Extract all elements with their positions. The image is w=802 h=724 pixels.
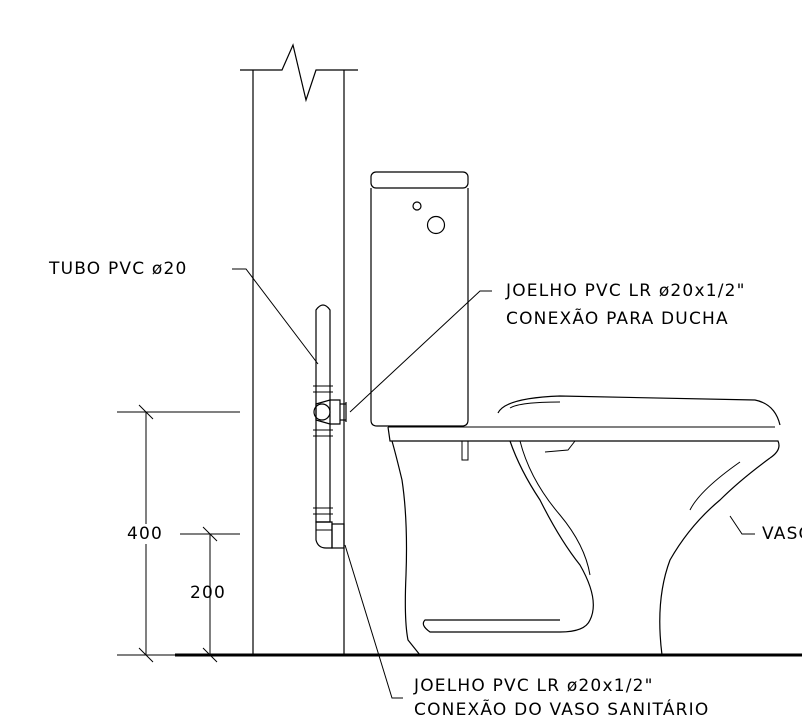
leader-lines xyxy=(232,268,755,699)
flush-button-large-icon xyxy=(426,215,446,235)
shower-elbow-fitting xyxy=(313,399,347,425)
flush-button-small-icon xyxy=(412,201,422,211)
toilet-bowl xyxy=(387,395,781,656)
toilet-elbow-fitting xyxy=(315,521,345,549)
toilet-cistern xyxy=(370,171,469,427)
dimension-lines xyxy=(117,404,240,663)
pipe-leader xyxy=(232,268,319,365)
pipe-label: TUBO PVC ø20 xyxy=(49,259,188,279)
toilet-elbow-label-line2: CONEXÃO DO VASO SANITÁRIO xyxy=(414,700,710,720)
toilet-elbow-leader xyxy=(344,544,403,699)
wall-section xyxy=(240,43,358,655)
toilet-elbow-label-line1: JOELHO PVC LR ø20x1/2" xyxy=(414,676,654,696)
dimension-400-label: 400 xyxy=(124,524,167,544)
toilet-label: VASO xyxy=(762,524,802,544)
shower-elbow-leader xyxy=(349,290,492,413)
shower-elbow-label-line2: CONEXÃO PARA DUCHA xyxy=(506,309,729,329)
wall-break-mark xyxy=(240,43,358,103)
pvc-pipe xyxy=(313,304,333,523)
shower-elbow-label-line1: JOELHO PVC LR ø20x1/2" xyxy=(506,281,746,301)
toilet-leader xyxy=(729,515,755,535)
dimension-200-label: 200 xyxy=(190,583,227,603)
